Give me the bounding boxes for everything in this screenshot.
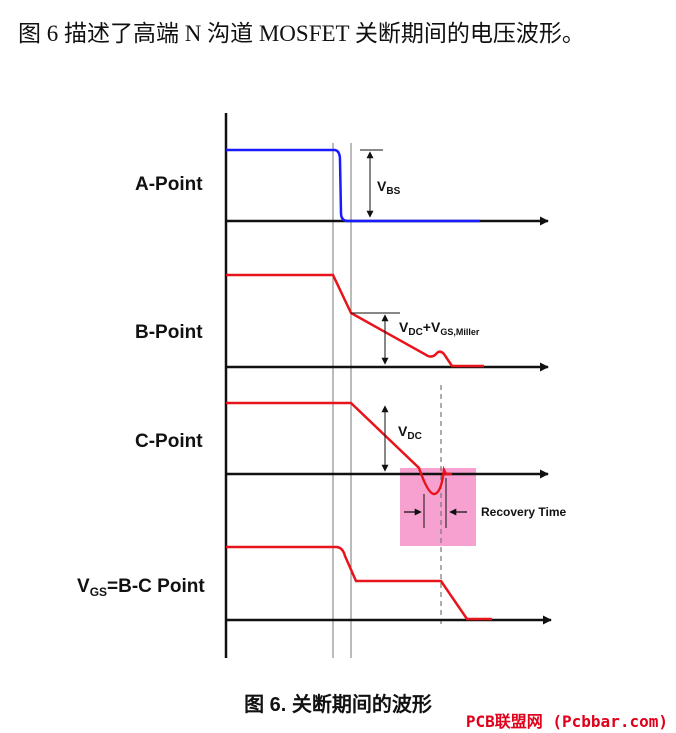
b-point-label: B-Point: [135, 322, 203, 343]
vbs-label-v: V: [377, 178, 387, 194]
a-point-waveform: [226, 148, 480, 223]
vgs-point-label-rest: =B-C Point: [107, 576, 205, 597]
vgs-point-label: VGS=B-C Point: [77, 576, 205, 599]
vgs-waveform: [226, 545, 492, 621]
vdc-label-sub: DC: [407, 431, 421, 442]
a-point-label: A-Point: [135, 174, 203, 195]
vdc-miller-label: VDC+VGS,Miller: [399, 319, 480, 338]
vdc-miller-sub2: GS,Miller: [440, 327, 480, 337]
recovery-time-label: Recovery Time: [481, 505, 566, 519]
watermark: PCB联盟网 (Pcbbar.com): [465, 712, 668, 731]
vdc-miller-plus: +V: [423, 319, 441, 335]
vbs-label-sub: BS: [386, 186, 400, 197]
vgs-point-label-v: V: [77, 576, 90, 597]
c-point-waveform: [226, 401, 452, 496]
vdc-label-v: V: [398, 423, 408, 439]
b-point-waveform: [226, 273, 484, 368]
vgs-point-label-sub: GS: [90, 585, 107, 599]
intro-text: 图 6 描述了高端 N 沟道 MOSFET 关断期间的电压波形。: [18, 21, 585, 46]
recovery-highlight: [400, 468, 476, 546]
figure-caption: 图 6. 关断期间的波形: [244, 694, 432, 716]
c-point-label: C-Point: [135, 431, 203, 452]
vdc-miller-v1: V: [399, 319, 409, 335]
vbs-label: VBS: [377, 178, 401, 197]
vdc-label: VDC: [398, 423, 422, 442]
vdc-miller-sub1: DC: [408, 327, 422, 338]
